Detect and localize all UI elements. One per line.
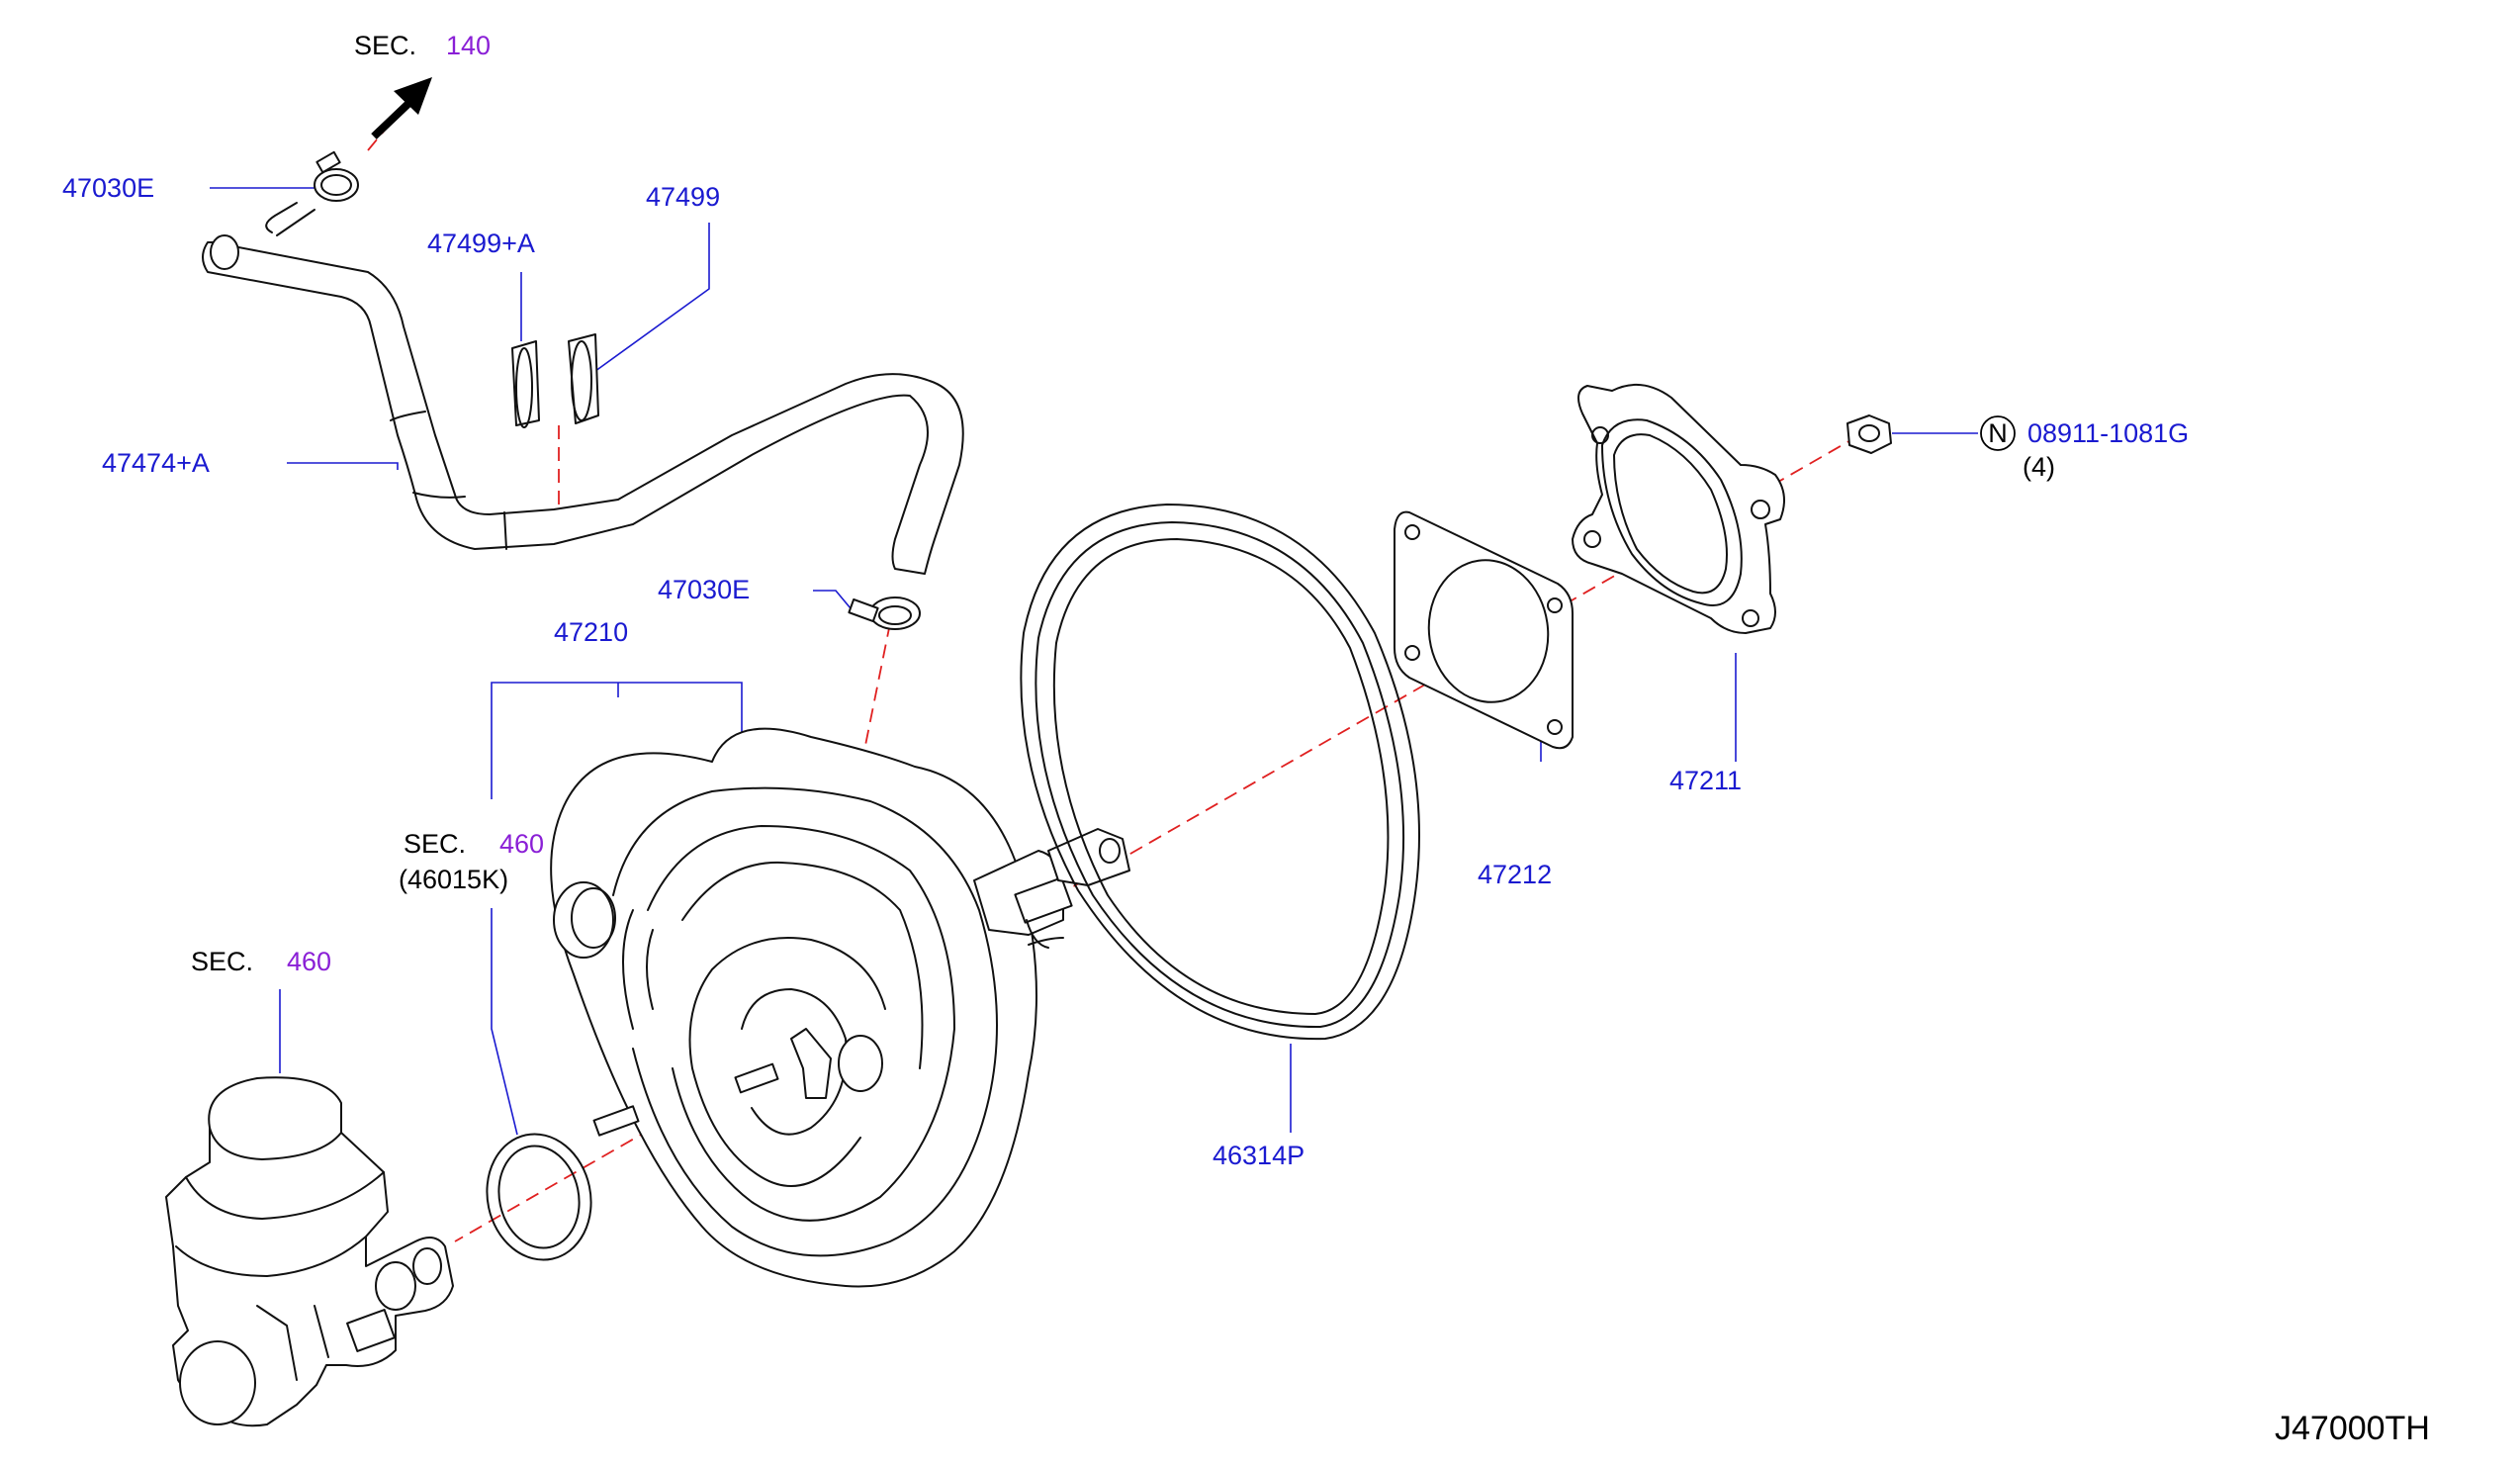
label-nut-qty: (4) (2023, 452, 2055, 482)
label-47210[interactable]: 47210 (554, 617, 628, 647)
sec-460-low-number[interactable]: 460 (287, 947, 331, 976)
label-46314p[interactable]: 46314P (1213, 1141, 1305, 1170)
label-47499a[interactable]: 47499+A (427, 229, 535, 258)
sec-460-mid-sub: (46015K) (399, 865, 508, 894)
label-47212[interactable]: 47212 (1478, 860, 1552, 889)
label-47211[interactable]: 47211 (1669, 766, 1742, 795)
label-nut-part[interactable]: 08911-1081G (2027, 418, 2189, 448)
sec-140-number[interactable]: 140 (446, 31, 491, 60)
o-ring (486, 1133, 592, 1261)
spacer-bracket (1572, 383, 1785, 634)
nut-code-badge (1980, 415, 2016, 451)
diagram-reference: J47000TH (2275, 1410, 2430, 1447)
label-47030e-top[interactable]: 47030E (62, 173, 154, 203)
brake-booster (550, 727, 1130, 1288)
booster-seal-ring (1020, 504, 1420, 1041)
sec-140-prefix: SEC. (354, 31, 416, 60)
vacuum-hose (202, 202, 964, 575)
arrow-icon (371, 77, 432, 139)
centerlines (367, 98, 1860, 1242)
leader-lines (210, 187, 1978, 1136)
label-47499[interactable]: 47499 (646, 182, 720, 212)
label-47474a[interactable]: 47474+A (102, 448, 210, 478)
sec-460-mid-number[interactable]: 460 (499, 829, 544, 859)
hose-clamp-top (314, 150, 359, 202)
master-cylinder (165, 1076, 454, 1427)
label-47030e-mid[interactable]: 47030E (658, 575, 750, 604)
labels: SEC. 140 47030E 47499+A 47499 47474+A 47… (62, 31, 2430, 1447)
hose-clamp-mid (848, 596, 921, 630)
grommet-a (511, 340, 540, 428)
nut-code-letter: N (1988, 418, 2008, 448)
gasket (1394, 510, 1574, 750)
sec-460-low-prefix: SEC. (191, 947, 253, 976)
grommet (568, 333, 599, 424)
flange-nut-icon (1846, 414, 1892, 454)
sec-460-mid-prefix: SEC. (404, 829, 466, 859)
